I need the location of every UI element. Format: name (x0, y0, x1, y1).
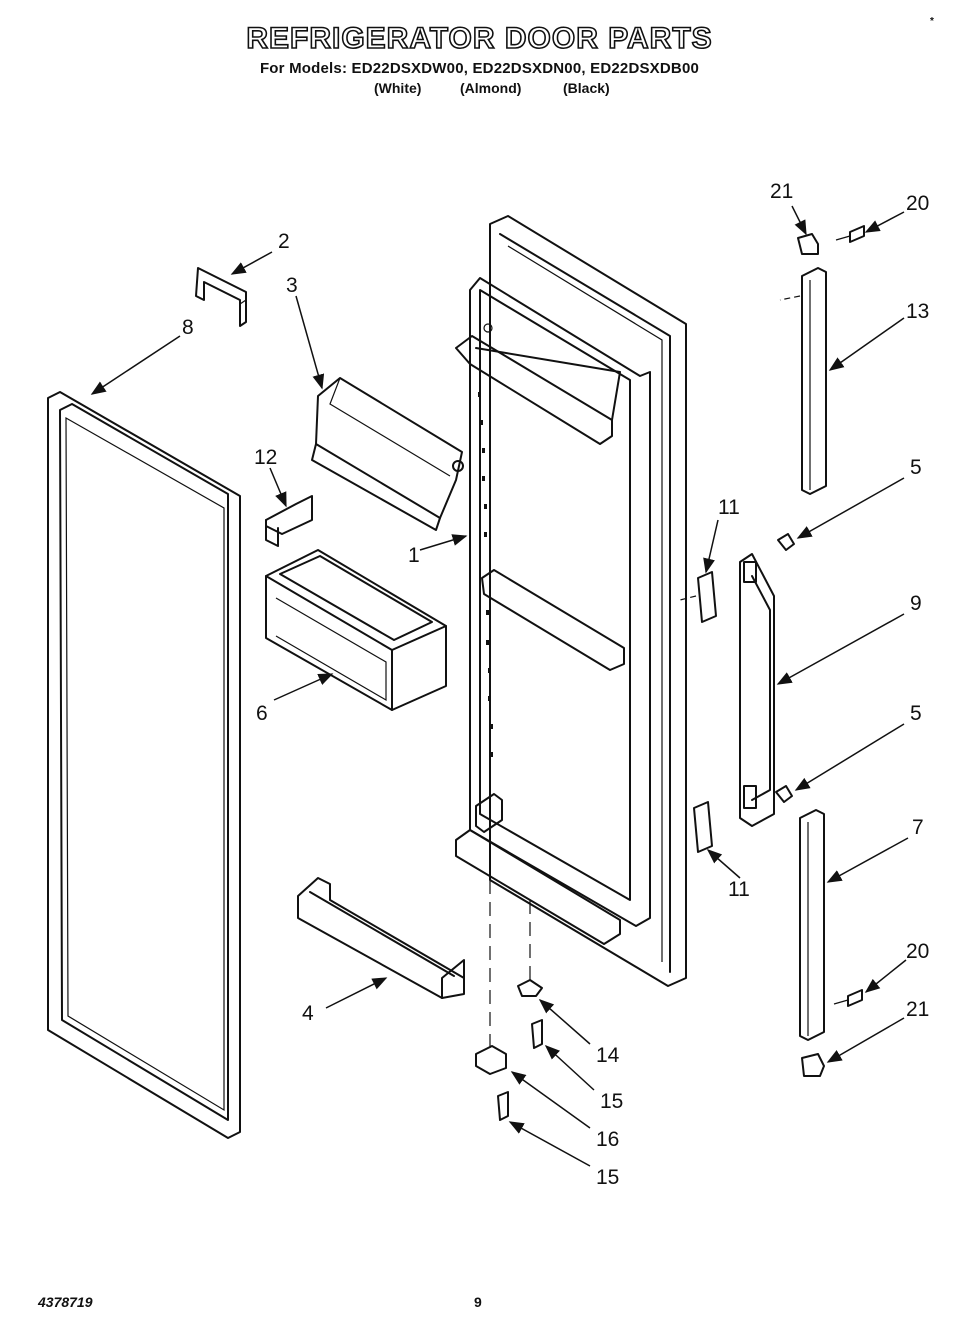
corner-mark: * (930, 16, 934, 27)
callout-11-bottom: 11 (728, 878, 750, 901)
callout-14: 14 (596, 1044, 620, 1067)
callout-21-top: 21 (770, 180, 793, 203)
part-11-bracket-top (697, 571, 717, 623)
part-3-dairy-door (311, 377, 464, 531)
part-9-handle (739, 553, 775, 827)
part-21-end-cap-bottom (801, 1053, 825, 1077)
part-15-screw-lower (497, 1091, 509, 1121)
callout-16: 16 (596, 1128, 619, 1151)
model-list: For Models: ED22DSXDW00, ED22DSXDN00, ED… (259, 60, 700, 77)
page-title: REFRIGERATOR DOOR PARTS (246, 21, 713, 56)
part-8-door-gasket (47, 391, 241, 1139)
document-number: 4378719 (38, 1294, 93, 1310)
variant-almond: (Almond) (460, 80, 522, 96)
part-14-hinge-bushing (517, 979, 543, 997)
page-number: 9 (474, 1294, 482, 1310)
part-20-screw-bottom (833, 989, 863, 1007)
callout-21-bottom: 21 (906, 998, 929, 1021)
part-13-top-trim (801, 267, 827, 495)
callout-15-lower: 15 (596, 1166, 619, 1189)
part-21-end-cap-top (797, 233, 819, 255)
callout-6: 6 (256, 702, 268, 725)
part-11-bracket-bottom (693, 801, 713, 853)
callout-8: 8 (182, 316, 194, 339)
callout-4: 4 (302, 1002, 314, 1025)
part-2-clip (195, 267, 247, 327)
callout-5-top: 5 (910, 456, 922, 479)
callout-5-bottom: 5 (910, 702, 922, 725)
callout-9: 9 (910, 592, 922, 615)
shelf-holes (478, 392, 493, 757)
callout-12: 12 (254, 446, 277, 469)
callout-20-bottom: 20 (906, 940, 929, 963)
callout-3: 3 (286, 274, 298, 297)
callout-20-top: 20 (906, 192, 929, 215)
leader-arrows (90, 205, 909, 1167)
part-1-door-liner (455, 215, 687, 987)
callout-15-upper: 15 (600, 1090, 623, 1113)
part-15-screw-upper (531, 1019, 543, 1049)
part-16-hinge-pin (475, 1045, 507, 1075)
callout-1: 1 (408, 544, 420, 567)
callout-2: 2 (278, 230, 290, 253)
part-20-screw-top (835, 225, 865, 243)
callout-7: 7 (912, 816, 924, 839)
variant-white: (White) (374, 80, 422, 96)
part-5-screw-top (777, 533, 795, 551)
part-12-bracket (265, 495, 313, 547)
part-5-screw-bottom (775, 785, 793, 803)
part-6-door-bin (265, 549, 447, 711)
part-7-bottom-trim (799, 809, 825, 1041)
callout-13: 13 (906, 300, 929, 323)
part-4-shelf-rail (297, 877, 465, 999)
variant-black: (Black) (563, 80, 610, 96)
callout-11-top: 11 (718, 496, 740, 519)
